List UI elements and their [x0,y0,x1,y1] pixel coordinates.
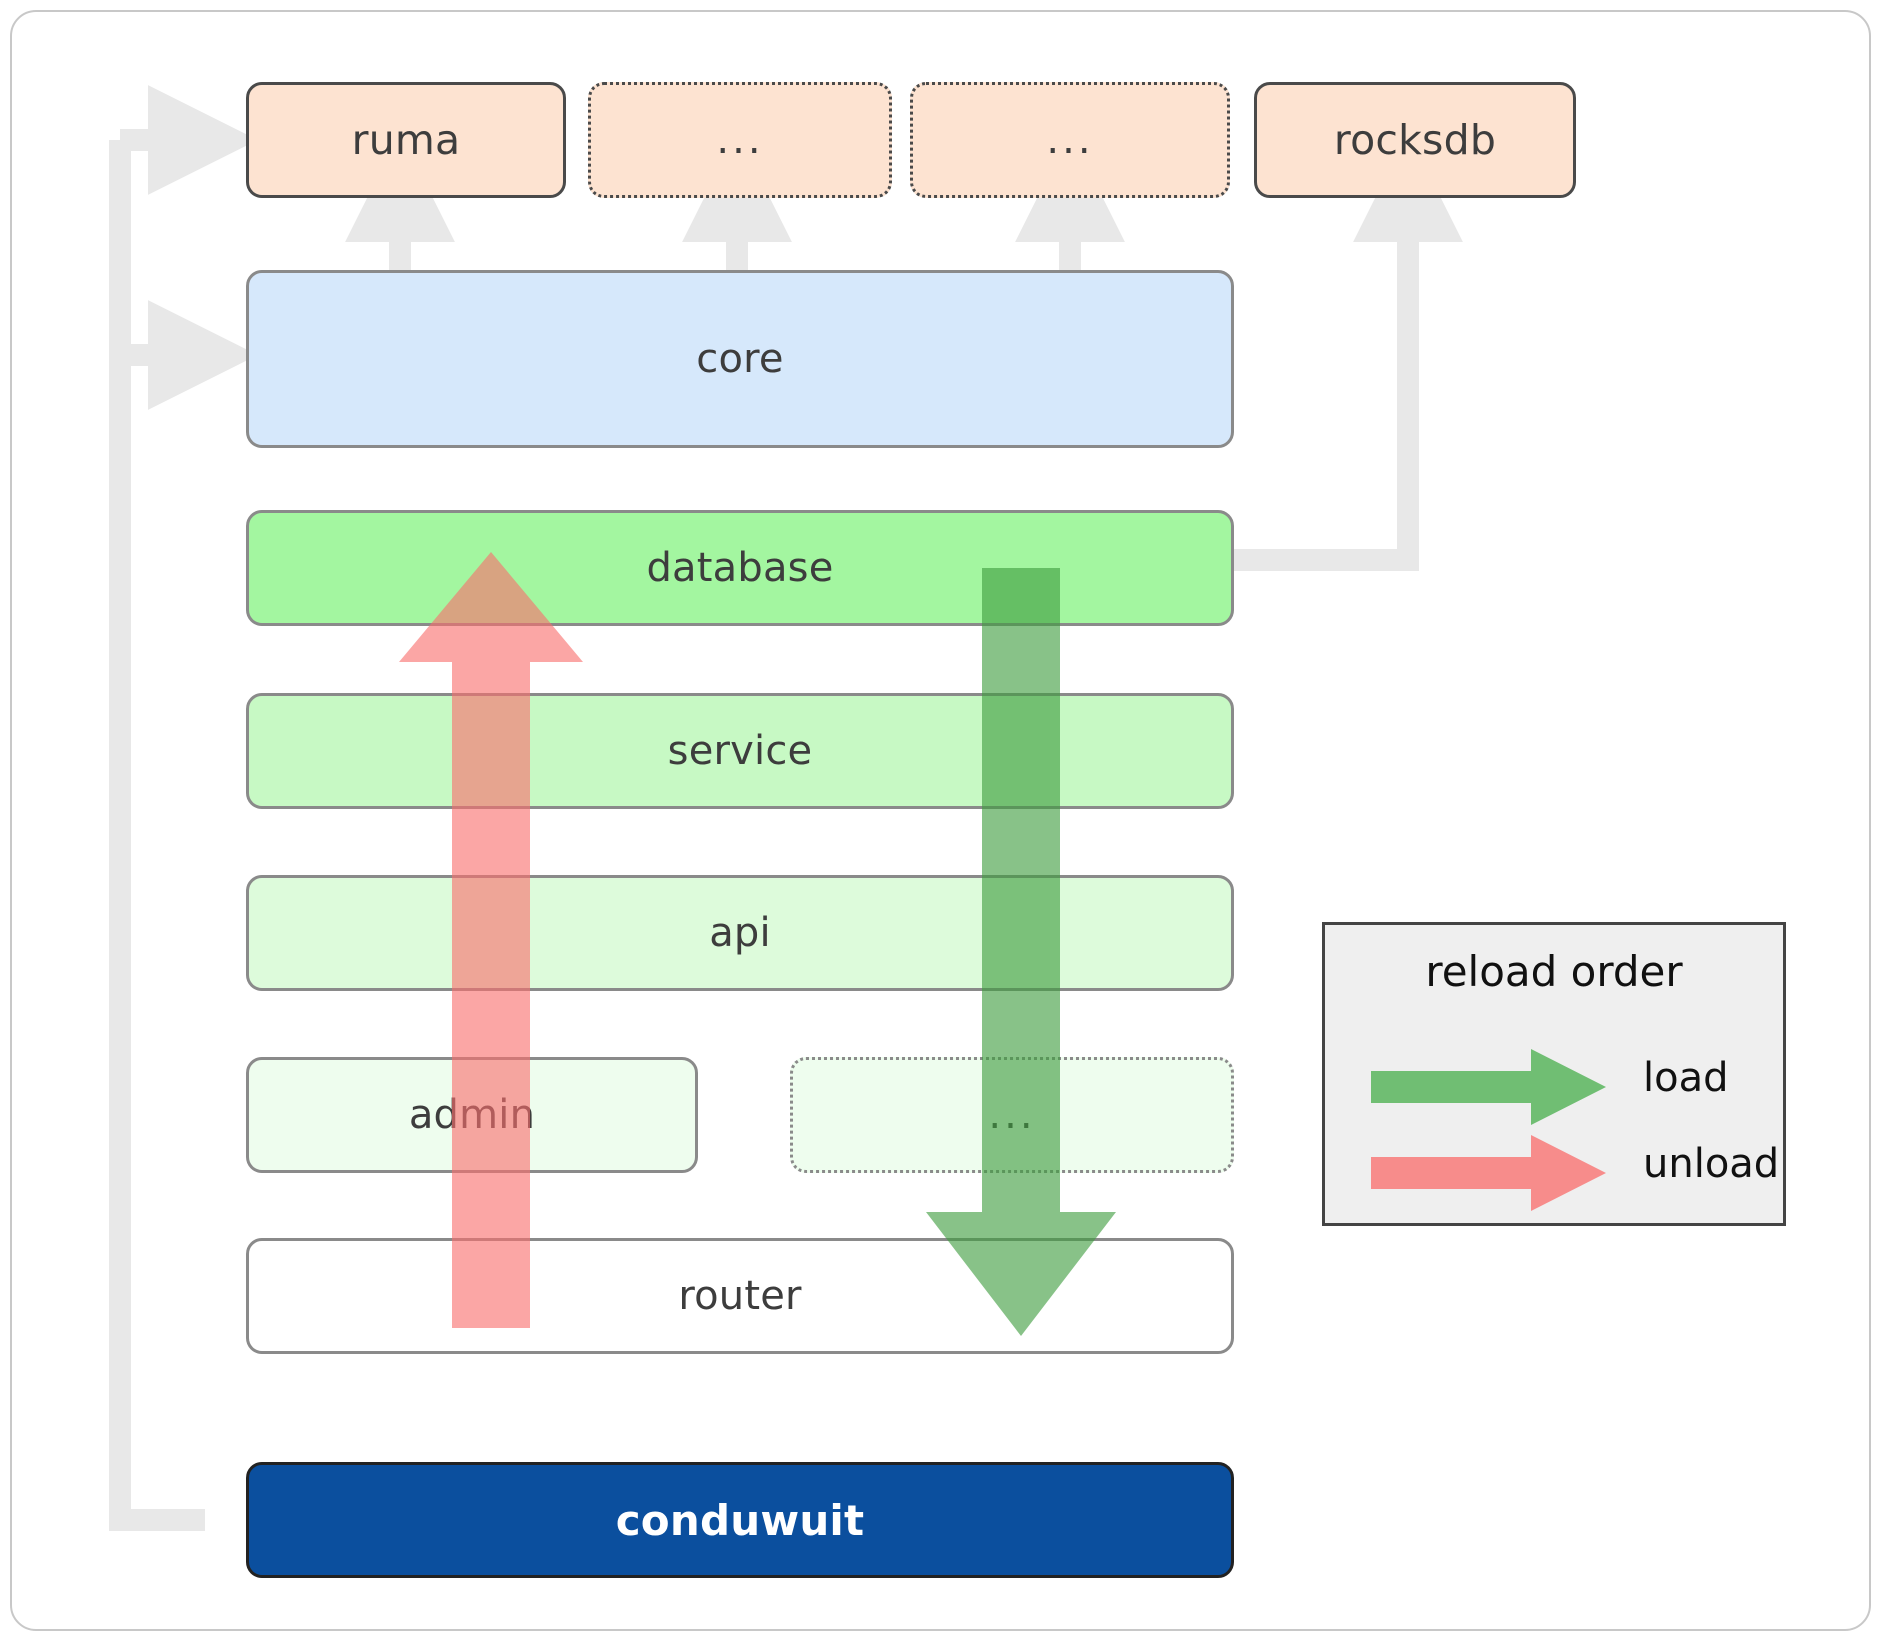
layer-core-label: core [696,336,784,382]
dependency-rocksdb[interactable]: rocksdb [1254,82,1576,198]
legend-entry-load: load [1325,1049,1783,1125]
legend-unload-arrow-icon [1371,1135,1606,1211]
layer-api[interactable]: api [246,875,1234,991]
dependency-placeholder-2-label: ... [1046,117,1094,163]
application-conduwuit[interactable]: conduwuit [246,1462,1234,1578]
legend-entry-unload: unload [1325,1135,1783,1211]
legend-load-arrow-icon [1371,1049,1606,1125]
layer-service[interactable]: service [246,693,1234,809]
layer-database-label: database [646,545,834,591]
layer-admin-label: admin [408,1092,536,1138]
layer-placeholder[interactable]: ... [790,1057,1234,1173]
dependency-placeholder-1[interactable]: ... [588,82,892,198]
dependency-rocksdb-label: rocksdb [1333,116,1497,164]
layer-database[interactable]: database [246,510,1234,626]
legend-load-label: load [1643,1055,1729,1101]
layer-api-label: api [709,910,771,956]
layer-router[interactable]: router [246,1238,1234,1354]
dependency-placeholder-2[interactable]: ... [910,82,1230,198]
layer-router-label: router [678,1273,802,1319]
dependency-placeholder-1-label: ... [716,117,764,163]
legend-unload-label: unload [1643,1141,1780,1187]
diagram-frame [10,10,1871,1631]
legend-title: reload order [1425,947,1683,996]
legend-panel: reload order load unload [1322,922,1786,1226]
layer-placeholder-label: ... [988,1092,1036,1138]
layer-admin[interactable]: admin [246,1057,698,1173]
application-conduwuit-label: conduwuit [615,1495,865,1545]
dependency-ruma-label: ruma [351,116,461,164]
layer-service-label: service [667,728,813,774]
layer-core[interactable]: core [246,270,1234,448]
dependency-ruma[interactable]: ruma [246,82,566,198]
